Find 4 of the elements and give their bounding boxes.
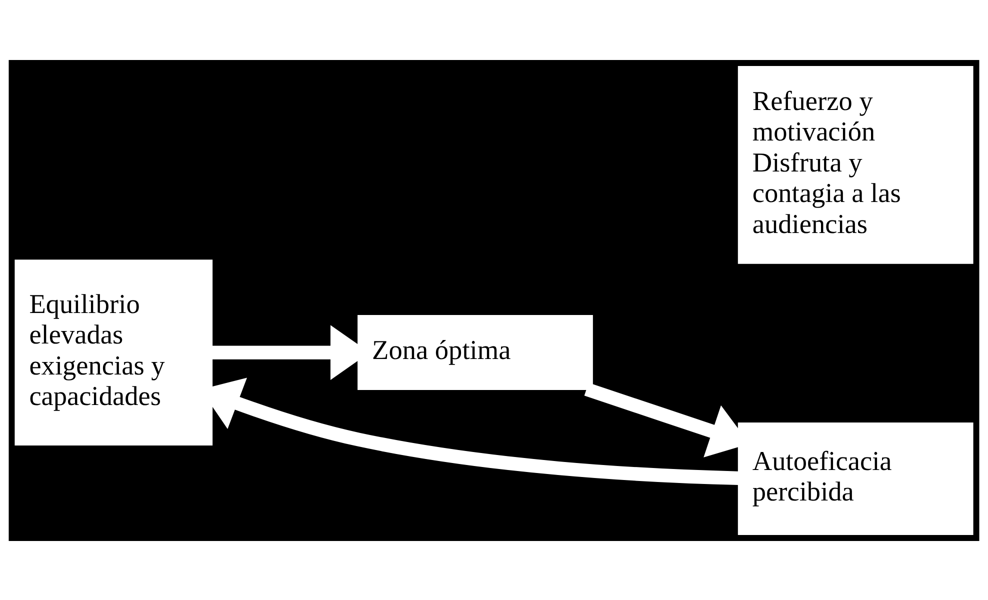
node-box: Refuerzo y motivación Disfruta y contagia a las audiencias — [738, 65, 974, 264]
node-box: Autoeficacia percibida — [738, 422, 974, 535]
node-box: Zona óptima — [358, 314, 593, 390]
node-box: Equilibrio elevadas exigencias y capacidades — [14, 259, 213, 445]
